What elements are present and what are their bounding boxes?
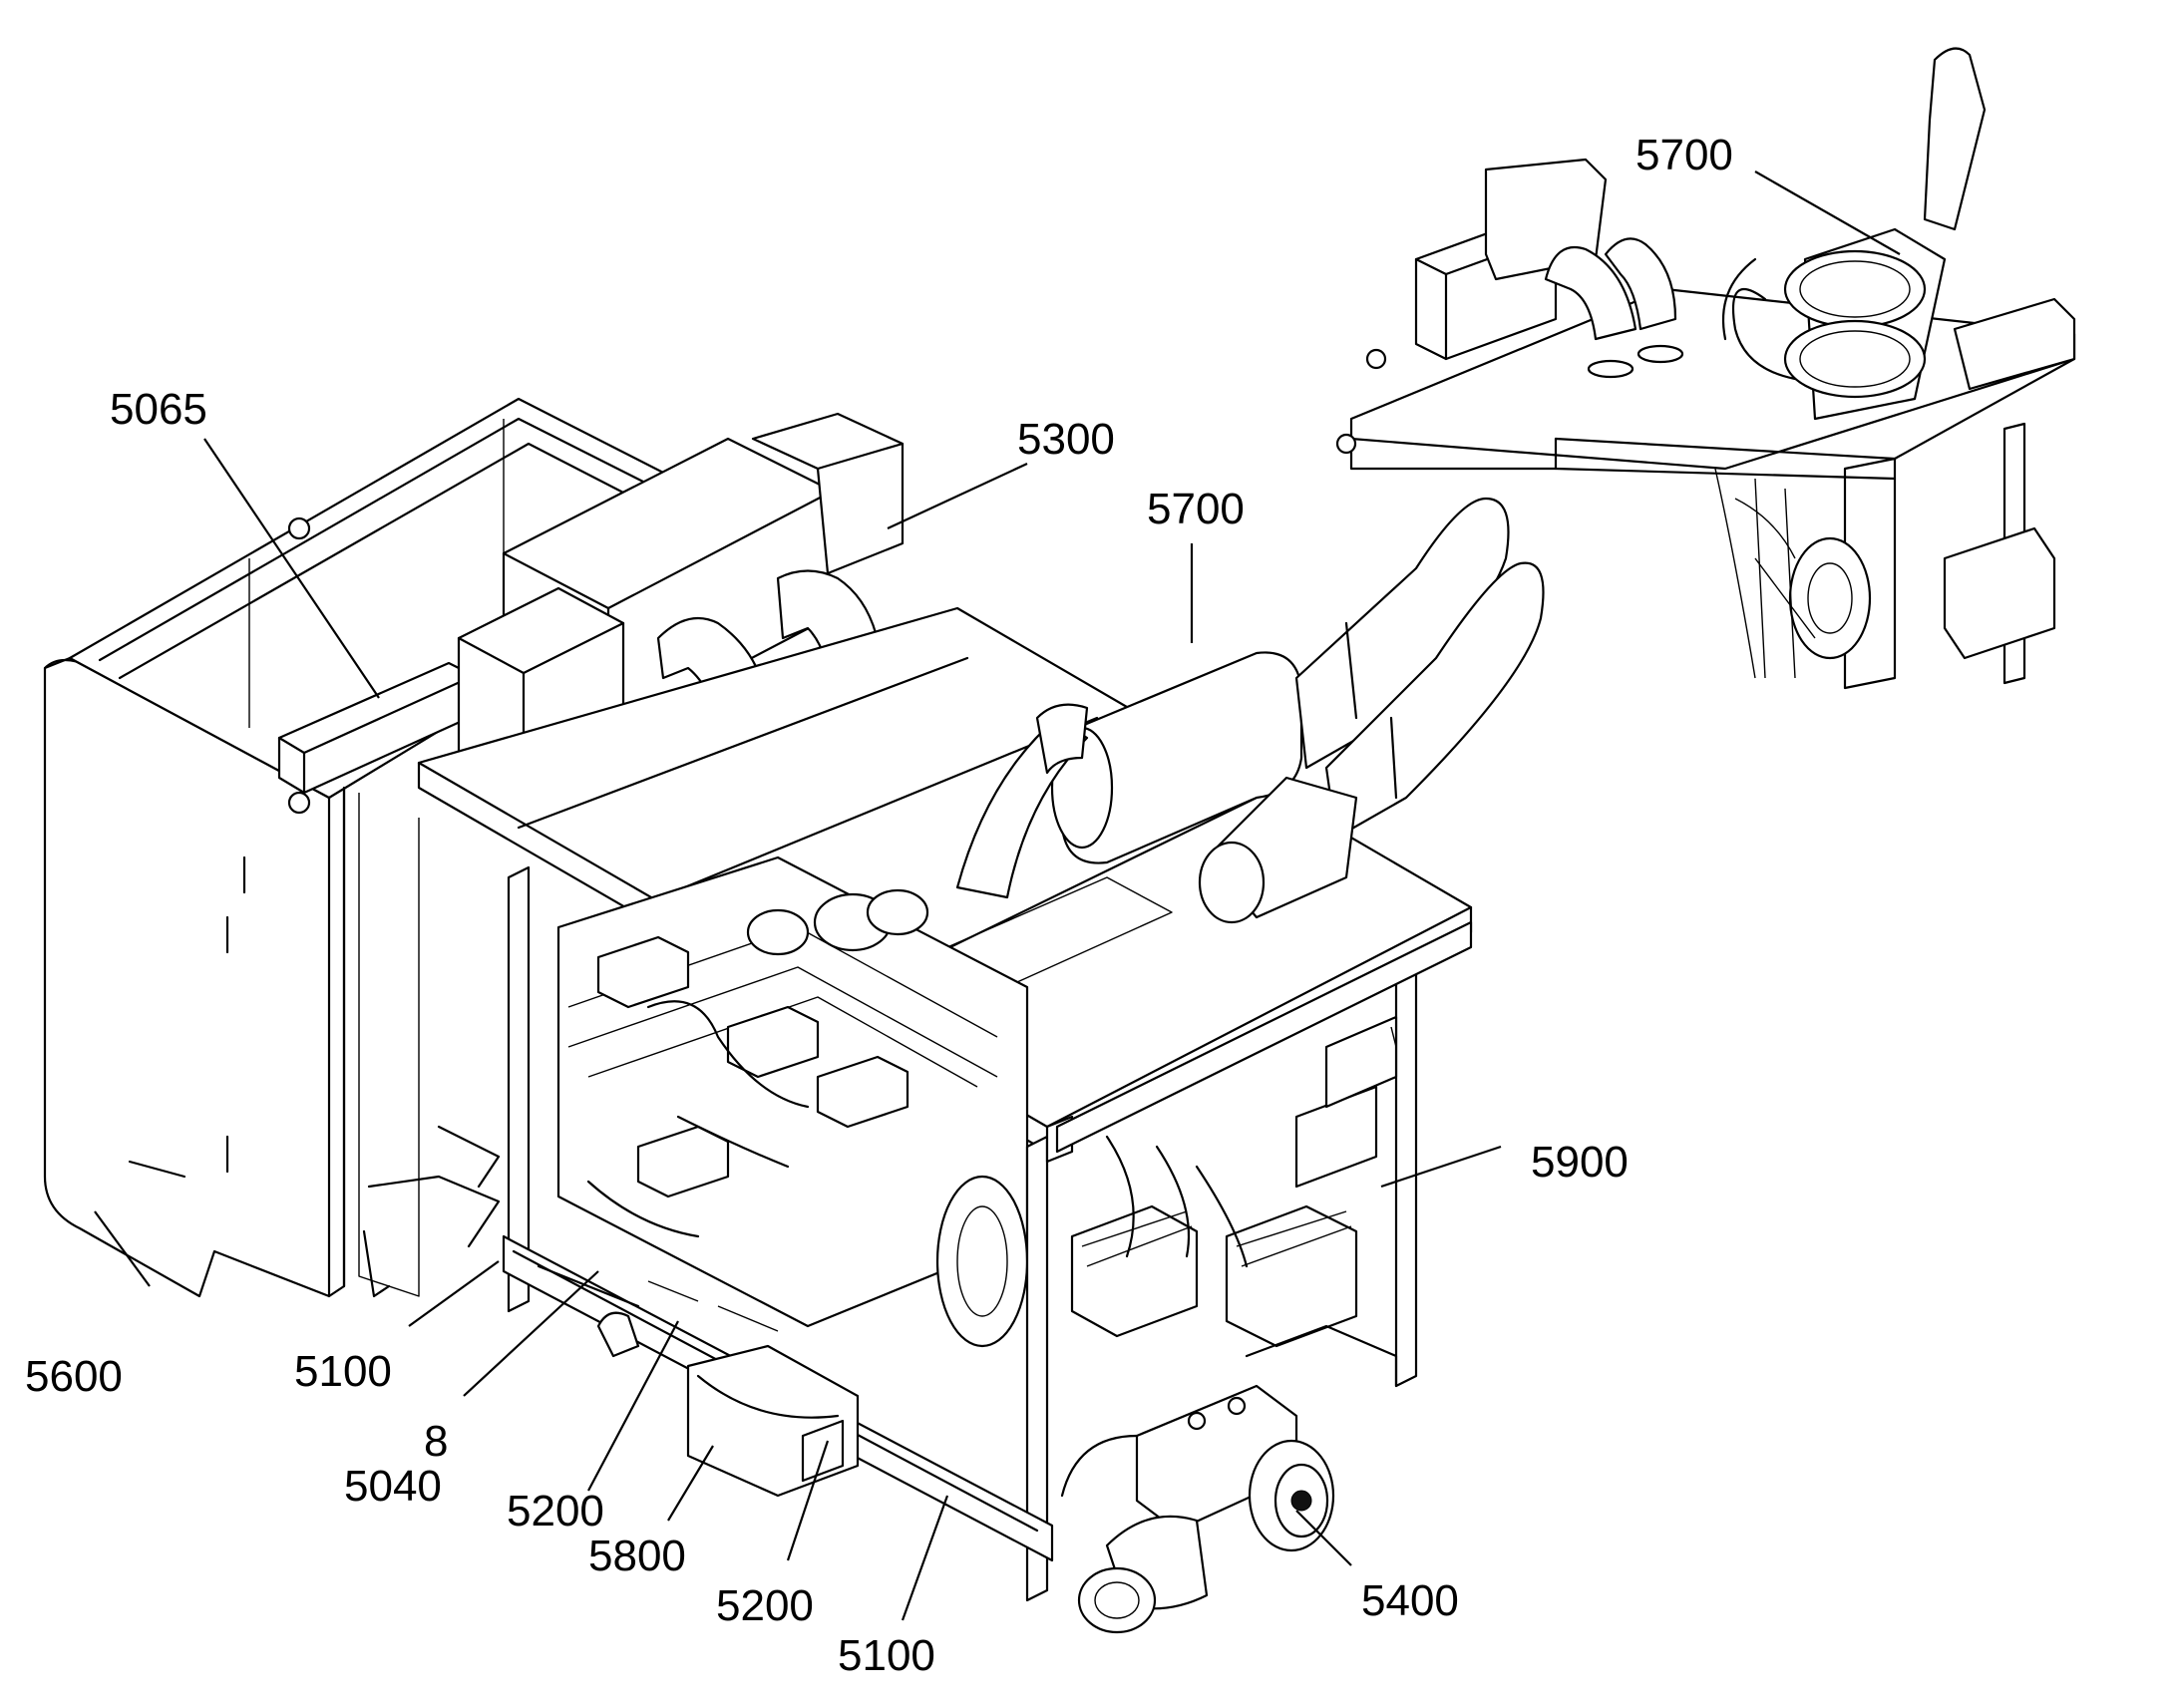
inset-view (1335, 47, 2076, 690)
label-5800: 5800 (588, 1532, 686, 1580)
label-5065: 5065 (110, 385, 207, 434)
label-5200-bottom: 5200 (716, 1581, 814, 1630)
label-5700-inset: 5700 (1635, 131, 1733, 179)
label-5900: 5900 (1531, 1138, 1629, 1187)
label-5700-main: 5700 (1147, 485, 1245, 533)
hydraulic-pumps (1070, 1015, 1398, 1348)
transmission (1060, 1324, 1398, 1634)
main-assembly (43, 397, 1545, 1634)
engine-block (556, 855, 1029, 1348)
label-8: 8 (424, 1417, 448, 1466)
label-5200-left: 5200 (507, 1487, 604, 1536)
label-5600: 5600 (25, 1352, 123, 1401)
reference-labels: 5065 5300 5700 5700 5900 5600 5100 8 504… (25, 131, 1733, 1680)
leader-lines (94, 171, 1901, 1621)
label-5040: 5040 (344, 1462, 442, 1511)
exhaust-system (955, 497, 1545, 924)
label-5300: 5300 (1017, 415, 1115, 464)
label-5400: 5400 (1361, 1576, 1459, 1625)
label-5100-bottom: 5100 (838, 1631, 935, 1680)
label-5100-left: 5100 (294, 1347, 392, 1396)
engine-heads (596, 935, 909, 1198)
lower-frame (537, 1264, 860, 1498)
